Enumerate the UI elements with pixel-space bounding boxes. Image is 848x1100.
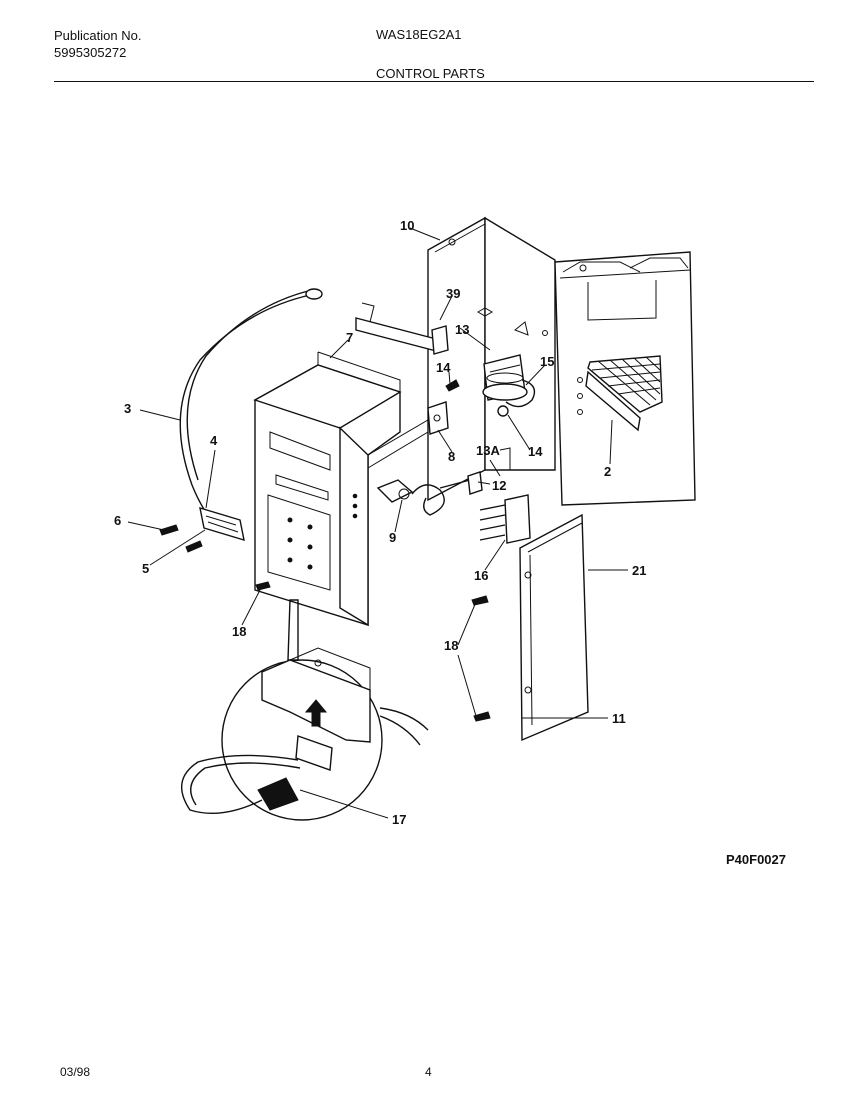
callout-18a: 18	[232, 624, 246, 639]
callout-4: 4	[210, 433, 218, 448]
clamp-part-4	[199, 506, 245, 542]
callout-15: 15	[540, 354, 554, 369]
switch-bracket-part-39	[355, 302, 449, 355]
callout-10: 10	[400, 218, 414, 233]
figure-code: P40F0027	[726, 852, 786, 867]
callout-2: 2	[604, 464, 611, 479]
callout-labels: 10 39 13 7 14 15 3 4 2 8 14 13A 12 6 9 5…	[114, 218, 646, 827]
callout-13: 13	[455, 322, 469, 337]
callout-7: 7	[346, 330, 353, 345]
callout-5: 5	[142, 561, 149, 576]
callout-17: 17	[392, 812, 406, 827]
callout-6: 6	[114, 513, 121, 528]
callout-14b: 14	[528, 444, 543, 459]
control-housing-part-7	[253, 351, 429, 627]
relay-part-13	[482, 354, 528, 401]
callout-13A: 13A	[476, 443, 500, 458]
cover-plate-part-21	[519, 513, 589, 742]
callout-39: 39	[446, 286, 460, 301]
callout-12: 12	[492, 478, 506, 493]
section-title: CONTROL PARTS	[376, 66, 485, 81]
revision-date: 03/98	[60, 1065, 91, 1079]
model-number: WAS18EG2A1	[376, 27, 462, 42]
callout-11: 11	[612, 711, 626, 726]
leader-lines	[127, 227, 628, 819]
header-rule	[54, 81, 814, 82]
callout-14a: 14	[436, 360, 451, 375]
publication-number: 5995305272	[54, 45, 127, 60]
inset-detail-part-17	[181, 599, 429, 821]
terminal-block-part-16	[479, 494, 531, 544]
grille-part-2	[585, 355, 663, 432]
publication-label: Publication No.	[54, 28, 142, 43]
sensor-part-12	[439, 447, 511, 495]
callout-3: 3	[124, 401, 131, 416]
callout-8: 8	[448, 449, 455, 464]
callout-9: 9	[389, 530, 396, 545]
clip-part-15	[497, 379, 536, 417]
callout-16: 16	[474, 568, 488, 583]
callout-21: 21	[632, 563, 646, 578]
callout-18b: 18	[444, 638, 458, 653]
page-number: 4	[425, 1065, 432, 1079]
thermostat-part-9	[376, 479, 445, 516]
switch-part-8	[427, 401, 449, 435]
ground-wire-part-3	[179, 288, 323, 519]
